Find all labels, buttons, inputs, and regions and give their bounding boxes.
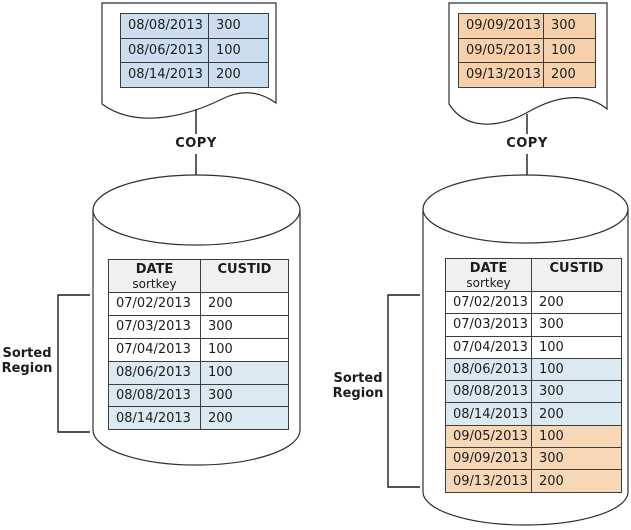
disk-table-left: DATE sortkey CUSTID 07/02/2013 200 07/03… [108, 259, 289, 431]
date-cell: 09/05/2013 [445, 424, 532, 449]
custid-cell: 200 [208, 62, 269, 88]
sorted-region-line2: Region [1, 361, 53, 376]
date-cell: 08/14/2013 [108, 406, 201, 431]
table-row: 07/03/2013 300 [108, 314, 289, 339]
date-cell: 07/03/2013 [445, 313, 532, 337]
custid-cell: 200 [200, 292, 289, 316]
date-cell: 07/04/2013 [445, 335, 532, 359]
table-row: 08/08/2013 300 [108, 383, 289, 408]
date-header-label: DATE [135, 262, 174, 277]
custid-cell: 100 [531, 335, 622, 359]
table-row: 07/04/2013 100 [445, 335, 622, 359]
custid-header-label: CUSTID [217, 262, 272, 277]
date-cell: 09/09/2013 [445, 447, 532, 471]
cylinder-top-right [423, 175, 628, 243]
custid-cell: 100 [200, 337, 289, 362]
table-row: 09/13/2013 200 [458, 62, 596, 88]
date-cell: 08/06/2013 [445, 357, 532, 382]
date-cell: 08/06/2013 [120, 37, 209, 64]
date-cell: 07/04/2013 [108, 337, 201, 362]
date-cell: 09/05/2013 [458, 37, 544, 64]
sorted-region-label-right: Sorted Region [331, 371, 385, 401]
custid-cell: 300 [208, 13, 269, 39]
custid-header-cell: CUSTID [200, 259, 289, 293]
date-cell: 07/02/2013 [108, 292, 201, 316]
custid-cell: 100 [543, 37, 596, 64]
table-row: 08/06/2013 100 [120, 37, 269, 64]
custid-cell: 100 [531, 357, 622, 382]
date-header-label: DATE [469, 261, 508, 276]
sorted-region-line2: Region [332, 386, 384, 401]
table-row: 09/05/2013 100 [445, 424, 622, 449]
source-file-table-left: 08/08/2013 300 08/06/2013 100 08/14/2013… [120, 13, 269, 88]
table-row: 08/14/2013 200 [445, 402, 622, 426]
date-cell: 07/02/2013 [445, 290, 532, 315]
custid-cell: 300 [543, 13, 596, 39]
custid-cell: 300 [200, 314, 289, 339]
sorted-region-line1: Sorted [2, 346, 52, 361]
date-cell: 08/08/2013 [120, 13, 209, 39]
table-row: 09/09/2013 300 [458, 13, 596, 39]
date-cell: 08/08/2013 [108, 383, 201, 408]
date-cell: 09/13/2013 [445, 469, 532, 493]
sorted-region-bracket-left [58, 295, 90, 432]
date-cell: 08/14/2013 [120, 62, 209, 88]
custid-cell: 200 [200, 406, 289, 431]
date-cell: 09/13/2013 [458, 62, 544, 88]
date-header-cell: DATE sortkey [108, 259, 201, 293]
date-cell: 09/09/2013 [458, 13, 544, 39]
table-row: 08/08/2013 300 [120, 13, 269, 39]
table-header-row: DATE sortkey CUSTID [108, 259, 289, 293]
table-row: 07/04/2013 100 [108, 337, 289, 362]
table-row: 08/14/2013 200 [108, 406, 289, 431]
custid-cell: 100 [531, 424, 622, 449]
date-header-cell: DATE sortkey [445, 258, 532, 292]
custid-cell: 200 [531, 469, 622, 493]
custid-cell: 100 [208, 37, 269, 64]
table-row: 08/06/2013 100 [108, 360, 289, 385]
table-row: 08/06/2013 100 [445, 357, 622, 382]
table-row: 09/13/2013 200 [445, 469, 622, 493]
date-cell: 08/14/2013 [445, 402, 532, 426]
custid-cell: 100 [200, 360, 289, 385]
custid-header-cell: CUSTID [531, 258, 622, 292]
table-row: 08/14/2013 200 [120, 62, 269, 88]
sortkey-label: sortkey [466, 276, 511, 290]
custid-cell: 300 [531, 447, 622, 471]
sorted-region-bracket-right [388, 295, 420, 487]
custid-cell: 200 [531, 402, 622, 426]
copy-label-right: COPY [506, 136, 548, 151]
custid-cell: 300 [200, 383, 289, 408]
sortkey-label: sortkey [132, 277, 177, 291]
custid-cell: 300 [531, 380, 622, 404]
sorted-region-label-left: Sorted Region [0, 346, 54, 376]
sorted-region-line1: Sorted [333, 371, 383, 386]
disk-table-right: DATE sortkey CUSTID 07/02/2013 200 07/03… [445, 258, 622, 493]
date-cell: 07/03/2013 [108, 314, 201, 339]
date-cell: 08/08/2013 [445, 380, 532, 404]
table-header-row: DATE sortkey CUSTID [445, 258, 622, 292]
table-row: 08/08/2013 300 [445, 380, 622, 404]
date-cell: 08/06/2013 [108, 360, 201, 385]
custid-cell: 200 [543, 62, 596, 88]
table-row: 09/05/2013 100 [458, 37, 596, 64]
table-row: 09/09/2013 300 [445, 447, 622, 471]
custid-cell: 300 [531, 313, 622, 337]
custid-header-label: CUSTID [549, 261, 604, 276]
table-row: 07/02/2013 200 [445, 290, 622, 315]
custid-cell: 200 [531, 290, 622, 315]
source-file-table-right: 09/09/2013 300 09/05/2013 100 09/13/2013… [458, 13, 596, 88]
cylinder-top-left [93, 175, 300, 245]
copy-label-left: COPY [175, 136, 217, 151]
table-row: 07/03/2013 300 [445, 313, 622, 337]
table-row: 07/02/2013 200 [108, 292, 289, 316]
